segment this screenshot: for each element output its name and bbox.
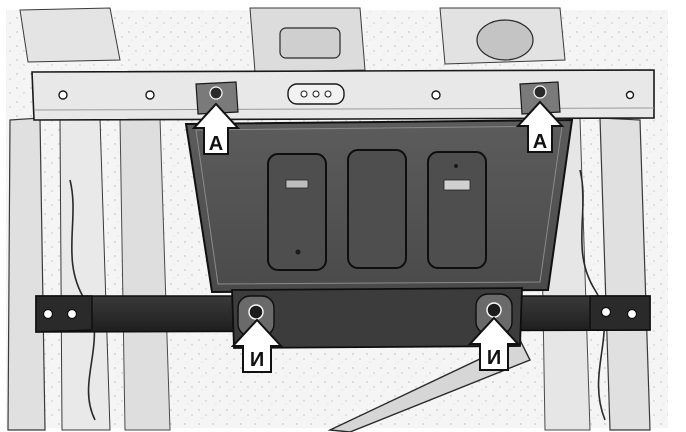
callout-label-bottom-right: И <box>487 347 501 369</box>
callout-label-bottom-left: И <box>250 349 264 371</box>
callout-label-top-left: A <box>209 133 223 155</box>
callout-arrow-bottom-left: И <box>230 318 284 373</box>
callout-label-top-right: A <box>533 131 547 153</box>
skid-plate <box>184 118 574 294</box>
callout-arrow-top-right: A <box>515 100 565 153</box>
callout-arrow-bottom-right: И <box>467 316 521 371</box>
callout-arrow-top-left: A <box>191 102 241 155</box>
front-crossmember <box>31 69 655 121</box>
